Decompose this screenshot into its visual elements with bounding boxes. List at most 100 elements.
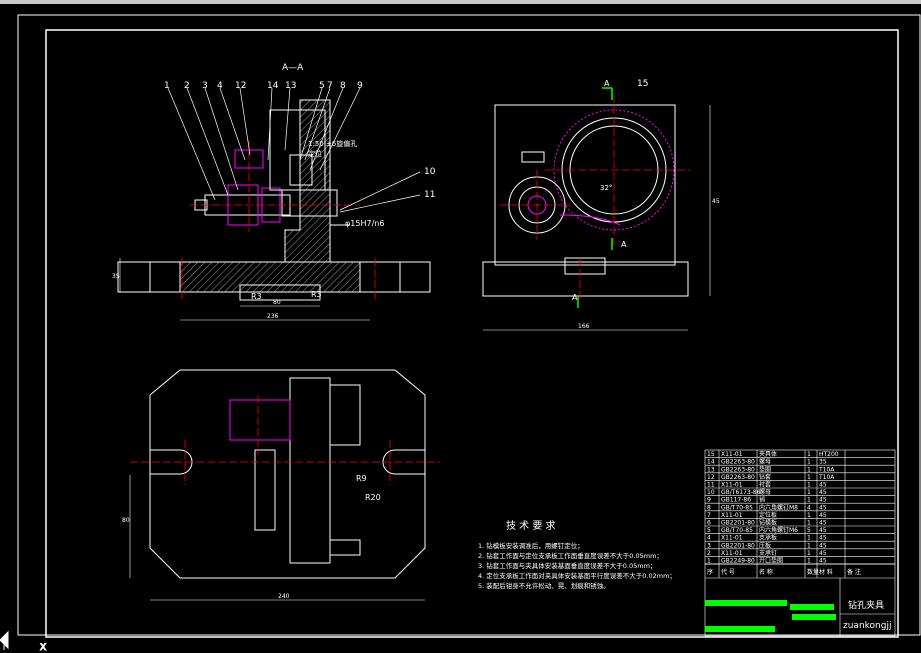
bom-cell-name: 衬套 bbox=[759, 481, 771, 489]
side-view-cut-lines bbox=[577, 87, 613, 308]
bom-cell-no: 9 bbox=[707, 497, 711, 504]
dimension-lines bbox=[119, 105, 711, 601]
bom-cell-qty: 1 bbox=[807, 451, 811, 458]
bom-cell-mat: 35 bbox=[819, 459, 827, 466]
section-label: A—A bbox=[282, 63, 304, 73]
bom-cell-code: GB/T70-85 bbox=[721, 527, 753, 534]
bom-cell-no: 12 bbox=[707, 474, 715, 481]
surface-note-2: 定位 bbox=[308, 149, 322, 158]
bom-cell-code: GB/T6173-86 bbox=[721, 489, 761, 496]
callout-9: 9 bbox=[357, 81, 363, 91]
bom-cell-name: 压板 bbox=[759, 541, 771, 549]
callout-14: 14 bbox=[267, 81, 279, 91]
bom-cell-mat: HT200 bbox=[819, 451, 839, 458]
bom-header-mat: 材 料 bbox=[819, 568, 833, 576]
callout-5: 5 bbox=[319, 81, 325, 91]
bom-cell-qty: 1 bbox=[807, 474, 811, 481]
bom-cell-name: 螺母 bbox=[759, 458, 771, 466]
bom-cell-qty: 1 bbox=[807, 535, 811, 542]
radius-label-4: R20 bbox=[365, 493, 381, 502]
bom-cell-name: 夹具体 bbox=[759, 450, 777, 458]
bom-cell-mat: T10A bbox=[818, 474, 835, 481]
part-callouts: 1 2 3 4 12 14 13 5 7 8 9 10 11 15 bbox=[164, 79, 648, 200]
bom-cell-no: 14 bbox=[707, 459, 715, 466]
bom-cell-code: GB2201-80 bbox=[721, 542, 755, 549]
bom-cell-mat: 45 bbox=[819, 527, 827, 534]
tech-req-item: 3. 钻套工作面与夹具体安装基面垂直度误差不大于0.05mm； bbox=[478, 561, 656, 570]
title-block-name: 钻孔夹具 bbox=[848, 599, 884, 611]
bom-cell-qty: 1 bbox=[807, 489, 811, 496]
view-marker-a1: A bbox=[604, 79, 610, 88]
bom-cell-no: 11 bbox=[707, 482, 715, 489]
bom-cell-qty: 1 bbox=[807, 520, 811, 527]
bom-cell-qty: 1 bbox=[807, 459, 811, 466]
callout-10: 10 bbox=[424, 167, 436, 177]
tech-req-list: 1. 钻模板安装调准后，用螺钉定位； 2. 钻套工作面与定位支承板工作面垂直度误… bbox=[478, 541, 676, 590]
dim-side-width: 166 bbox=[578, 323, 590, 330]
bom-cell-no: 6 bbox=[707, 520, 711, 527]
tech-req-title: 技 术 要 求 bbox=[506, 519, 556, 532]
bom-cell-no: 8 bbox=[707, 504, 711, 511]
angle-label: 32° bbox=[600, 184, 612, 192]
bom-cell-name: 垫圈 bbox=[759, 465, 771, 473]
bom-header-code: 代 号 bbox=[721, 568, 735, 576]
bom-cell-mat: 45 bbox=[819, 535, 827, 542]
callout-3: 3 bbox=[202, 81, 208, 91]
callout-11: 11 bbox=[424, 190, 435, 200]
bom-cell-no: 7 bbox=[707, 512, 711, 519]
bom-cell-name: 钻套 bbox=[759, 473, 771, 481]
callout-1: 1 bbox=[164, 81, 170, 91]
bom-cell-qty: 1 bbox=[807, 558, 811, 565]
bom-cell-qty: 1 bbox=[807, 466, 811, 473]
bom-cell-code: GB/T70-85 bbox=[721, 504, 753, 511]
radius-label-2: R3 bbox=[311, 290, 322, 299]
bom-cell-name: 开口垫圈 bbox=[759, 557, 783, 565]
bom-cell-name: 定位板 bbox=[759, 511, 777, 519]
plan-centerlines bbox=[130, 395, 440, 485]
callout-12: 12 bbox=[235, 81, 246, 91]
bom-cell-no: 15 bbox=[707, 451, 715, 458]
tech-req-item: 5. 装配后钳身不允许松动、晃、划痕和锈蚀。 bbox=[478, 581, 610, 590]
bom-cell-qty: 1 bbox=[807, 497, 811, 504]
bom-cell-name: 销 bbox=[759, 496, 765, 504]
bom-cell-no: 1 bbox=[707, 558, 711, 565]
title-block-code: zuankongjj bbox=[843, 621, 891, 631]
tech-req-item: 1. 钻模板安装调准后，用螺钉定位； bbox=[478, 541, 584, 550]
dim-base-inner: 80 bbox=[273, 299, 281, 306]
bom-cell-mat: 45 bbox=[819, 504, 827, 511]
bom-cell-mat: 45 bbox=[819, 482, 827, 489]
bom-cell-code: GB2263-80 bbox=[721, 466, 755, 473]
bom-cell-name: 螺母 bbox=[759, 488, 771, 496]
surface-note: 1:50 ±6旋偏孔 bbox=[308, 139, 357, 148]
bom-cell-mat: 45 bbox=[819, 512, 827, 519]
bom-cell-code: GB2263-80 bbox=[721, 459, 755, 466]
bom-cell-name: 内六角螺钉M8 bbox=[759, 503, 798, 511]
bom-cell-code: GB2201-80 bbox=[721, 520, 755, 527]
bom-cell-code: GB2249-80 bbox=[721, 558, 755, 565]
top-strip bbox=[0, 0, 921, 4]
bom-cell-code: GB117-86 bbox=[721, 497, 751, 504]
bom-header-no: 序 bbox=[707, 568, 713, 576]
section-view-aa bbox=[117, 99, 431, 301]
bom-cell-mat: 45 bbox=[819, 489, 827, 496]
bom-cell-code: X11-01 bbox=[721, 451, 743, 458]
bom-cell-qty: 5 bbox=[807, 527, 811, 534]
bom-cell-qty: 1 bbox=[807, 482, 811, 489]
bom-cell-qty: 1 bbox=[807, 550, 811, 557]
bom-cell-qty: 4 bbox=[807, 504, 811, 511]
section-centerlines bbox=[181, 140, 376, 300]
callout-13: 13 bbox=[285, 81, 296, 91]
radius-label-1: R3 bbox=[251, 292, 262, 301]
bom-cell-qty: 1 bbox=[807, 542, 811, 549]
view-marker-a3: A bbox=[572, 293, 578, 302]
bom-cell-no: 13 bbox=[707, 466, 715, 473]
bom-cell-name: 支承板 bbox=[759, 534, 777, 542]
dim-left-height: 35 bbox=[112, 273, 120, 280]
tech-req-item: 4. 定位支承板工作面对夹具体安装基面平行度误差不大于0.02mm； bbox=[478, 571, 676, 580]
side-view bbox=[482, 104, 689, 297]
bom-cell-name: 钻模板 bbox=[759, 519, 777, 527]
side-centerlines bbox=[500, 95, 690, 300]
callout-2: 2 bbox=[184, 81, 190, 91]
